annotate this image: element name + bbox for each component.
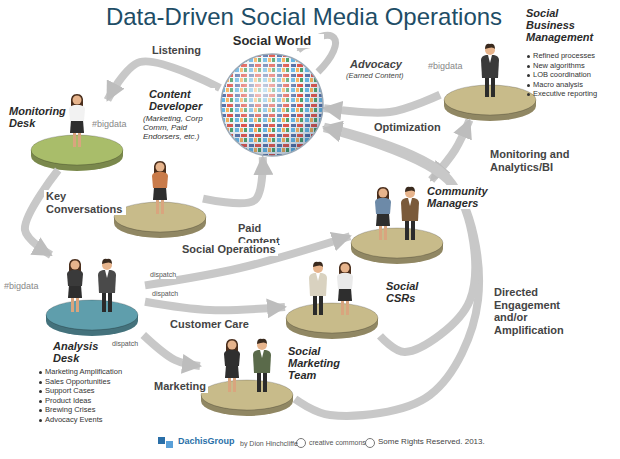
platform-disc — [201, 380, 293, 416]
person-figure — [401, 187, 419, 240]
node-heading: Social CSRs — [385, 280, 432, 304]
dispatch-label: dispatch — [112, 340, 138, 348]
person-figure — [253, 339, 271, 392]
role-station: Analysis DeskMarketing AmplificationSale… — [40, 255, 145, 335]
flow-arrow — [145, 236, 350, 285]
node-heading: Monitoring Desk — [8, 105, 62, 129]
license-name: creative commons — [309, 439, 366, 447]
flow-label: Monitoring and Analytics/BI — [488, 148, 582, 173]
node-heading: Content Developer — [148, 88, 215, 112]
platform-disc — [286, 303, 378, 339]
bullet-item: Advocacy Events — [38, 416, 103, 424]
bullet-item: Sales Opportunities — [38, 378, 110, 386]
role-station: Social Marketing Team — [200, 335, 295, 420]
globe-shape — [220, 53, 324, 157]
rights-note: Some Rights Reserved. 2013. — [378, 438, 485, 447]
flow-label: Advocacy — [350, 58, 402, 70]
platform-disc — [114, 202, 206, 238]
tag-label: #bigdata — [428, 62, 463, 72]
bullet-item: Refined processes — [526, 52, 595, 60]
dispatch-label: dispatch — [150, 271, 176, 279]
flow-label: Optimization — [372, 121, 443, 134]
role-station: Social Business ManagementRefined proces… — [440, 35, 540, 120]
person-figure — [69, 94, 85, 147]
person-figure — [337, 262, 353, 315]
platform-disc — [46, 300, 138, 336]
bullet-item: Macro analysis — [526, 81, 583, 89]
bullet-item: Support Cases — [38, 387, 95, 395]
person-figure — [481, 44, 499, 97]
node-heading: Community Managers — [426, 185, 490, 209]
bullet-item: Executive reporting — [526, 90, 597, 98]
person-figure — [98, 259, 116, 312]
flow-label: Marketing — [152, 380, 208, 393]
globe-outline — [221, 54, 323, 156]
rights-icon — [366, 439, 375, 448]
flow-arrow — [324, 95, 440, 113]
node-heading: Social World — [220, 34, 324, 48]
tag-label: #bigdata — [92, 120, 127, 130]
platform-disc — [444, 85, 536, 121]
author-credit: by Dion Hinchcliffe — [240, 440, 298, 448]
bullet-item: Marketing Amplification — [38, 368, 122, 376]
flow-label: Key Conversations — [44, 190, 126, 215]
flow-note: (Earned Content) — [346, 72, 404, 80]
node-heading: Social Business Management — [525, 7, 607, 43]
tag-label: #bigdata — [4, 282, 39, 292]
person-figure — [152, 161, 168, 214]
diagram-title: Data-Driven Social Media Operations — [0, 3, 614, 31]
bullet-item: LOB coordination — [526, 71, 591, 79]
person-figure — [375, 187, 391, 240]
bullet-item: Brewing Crises — [38, 406, 95, 414]
flow-label: Customer Care — [168, 318, 251, 331]
flow-arrow — [324, 128, 475, 352]
platform-disc — [351, 228, 443, 264]
node-heading: Social Marketing Team — [287, 345, 347, 381]
role-station: Social CSRs — [285, 265, 380, 345]
flow-label: Social Operations — [180, 243, 278, 256]
node-heading: Analysis Desk — [52, 340, 114, 364]
person-figure — [67, 259, 83, 312]
flow-arrow — [203, 157, 263, 203]
logo-mark — [158, 437, 165, 444]
person-figure — [309, 262, 327, 315]
person-figure — [224, 339, 240, 392]
flow-label: Listening — [150, 44, 203, 57]
globe-fill — [221, 54, 323, 156]
dispatch-label: dispatch — [152, 290, 178, 298]
flow-arrow — [143, 335, 200, 366]
bullet-item: Product Ideas — [38, 397, 91, 405]
role-station: Content Developer(Marketing, Corp Comm, … — [118, 160, 203, 235]
logo-mark — [166, 441, 173, 448]
role-station: Monitoring Desk — [30, 100, 125, 170]
bullet-item: New algorithms — [526, 62, 585, 70]
role-station: Social World — [220, 53, 324, 157]
flow-arrow — [145, 302, 285, 310]
flow-label: Directed Engagement and/or Amplification — [492, 286, 576, 337]
platform-disc — [31, 135, 123, 171]
node-subtitle: (Marketing, Corp Comm, Paid Endorsers, e… — [143, 115, 215, 141]
brand-name: DachisGroup — [178, 437, 235, 447]
role-station: Community Managers — [350, 180, 445, 265]
cc-icon — [297, 439, 306, 448]
